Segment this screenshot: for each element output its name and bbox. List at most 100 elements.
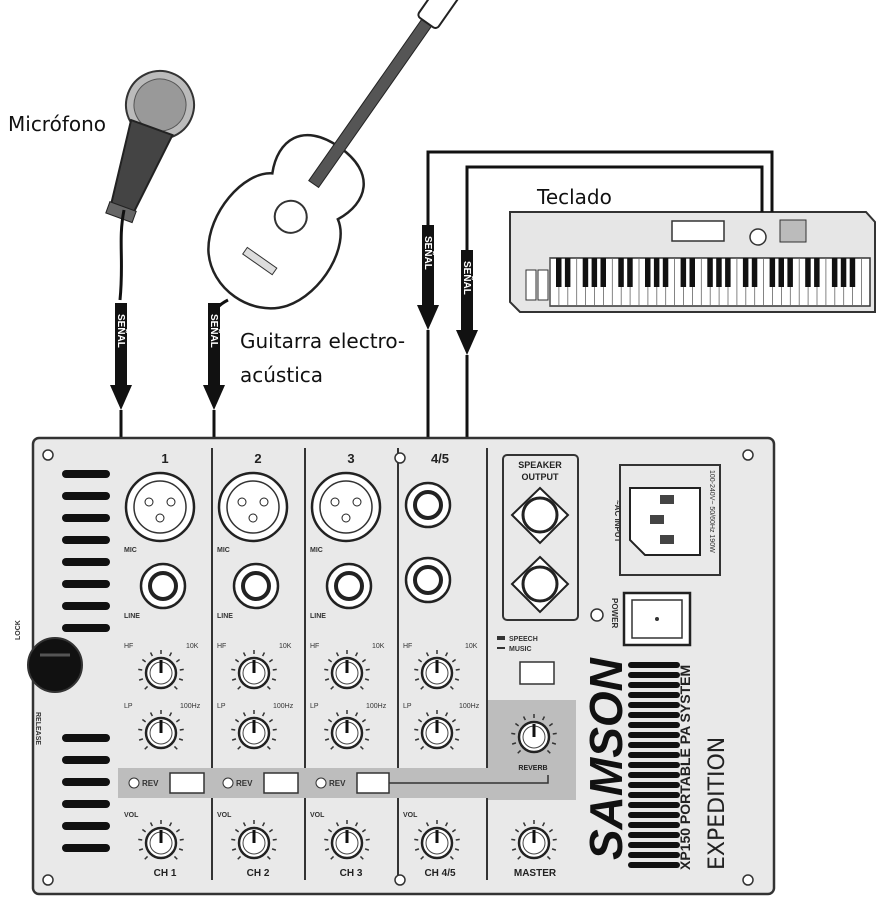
lock-knob[interactable]	[27, 637, 83, 693]
black-key	[725, 258, 731, 287]
line-label-ch2: LINE	[217, 613, 233, 620]
release-label: RELEASE	[34, 712, 41, 745]
branding: SAMSON XP150 PORTABLE PA SYSTEM EXPEDITI…	[580, 657, 730, 870]
line-input-ch1[interactable]	[139, 562, 187, 610]
lf-knob-ch2[interactable]	[231, 710, 277, 750]
black-key	[778, 258, 784, 287]
hf-knob-ch45[interactable]	[414, 650, 460, 690]
vent-slot	[628, 712, 680, 718]
xlr-input-ch3[interactable]	[310, 471, 382, 543]
black-key	[564, 258, 571, 287]
lf-label-ch3: LP	[310, 703, 319, 710]
vent-slot	[62, 822, 110, 830]
power-switch[interactable]	[622, 591, 692, 647]
black-key	[769, 258, 776, 287]
channel-footers: CH 1 CH 2 CH 3 CH 4/5 MASTER	[154, 868, 557, 879]
signal-label-guitar: SEÑAL	[208, 314, 221, 348]
black-key	[627, 258, 633, 287]
vent-slot	[628, 822, 680, 828]
black-key	[662, 258, 669, 287]
rev-button-ch1[interactable]: REV	[128, 772, 205, 794]
line-input-ch5-right[interactable]	[404, 556, 452, 604]
xlr-inputs	[124, 471, 382, 543]
vent-slot	[628, 772, 680, 778]
vol-knob-ch45[interactable]	[414, 820, 460, 860]
black-key	[680, 258, 687, 287]
channel-header-4-5: 4/5	[431, 451, 449, 466]
ac-input-section: ~AC INPUT 100-240V~ 50/60Hz 190W	[613, 464, 721, 576]
vol-knob-ch1[interactable]	[138, 820, 184, 860]
black-key	[582, 258, 589, 287]
guitar-label-line1: Guitarra electro-	[240, 329, 405, 353]
line-input-ch2[interactable]	[232, 562, 280, 610]
guitar-label-line2: acústica	[240, 363, 323, 387]
signal-label-keyboard-right: SEÑAL	[461, 261, 474, 295]
line-input-ch4-left[interactable]	[404, 481, 452, 529]
speaker-output-section: SPEAKER OUTPUT	[502, 454, 579, 621]
mic-label-ch2: MIC	[217, 547, 230, 554]
vol-labels: VOL VOL VOL VOL	[124, 812, 418, 819]
eq-labels: HF 10K HF 10K HF 10K HF 10K LP 100Hz LP …	[124, 643, 480, 710]
ac-input-socket[interactable]	[629, 487, 701, 556]
ac-spec-label: 100-240V~ 50/60Hz 190W	[708, 470, 715, 553]
line-label-ch1: LINE	[124, 613, 140, 620]
hf-freq-ch3: 10K	[372, 643, 385, 650]
reverb-knob[interactable]	[511, 714, 557, 754]
series-label: EXPEDITION	[705, 737, 730, 870]
vent-slot	[628, 812, 680, 818]
vent-slot	[628, 792, 680, 798]
hf-knob-ch2[interactable]	[231, 650, 277, 690]
power-led	[590, 608, 604, 622]
hf-freq-ch2: 10K	[279, 643, 292, 650]
rev-button-ch2[interactable]: REV	[222, 772, 299, 794]
channel-header-3: 3	[347, 451, 354, 466]
hf-knob-ch1[interactable]	[138, 650, 184, 690]
speaker-output-jack-2[interactable]	[510, 555, 570, 614]
signal-arrow-keyboard-left	[417, 225, 439, 330]
footer-master: MASTER	[514, 868, 557, 879]
channel-headers: 1 2 3 4/5	[161, 451, 449, 466]
lock-knob-section: LOCK RELEASE	[15, 620, 83, 745]
hf-knob-ch3[interactable]	[324, 650, 370, 690]
vol-knob-ch2[interactable]	[231, 820, 277, 860]
vent-slot	[62, 624, 110, 632]
reverb-label: REVERB	[518, 765, 547, 772]
signal-label-mic: SEÑAL	[115, 314, 128, 348]
vent-slot	[628, 682, 680, 688]
vent-slot	[62, 778, 110, 786]
left-vents	[62, 470, 110, 852]
lf-knob-ch1[interactable]	[138, 710, 184, 750]
hf-freq-ch1: 10K	[186, 643, 199, 650]
line-label-ch3: LINE	[310, 613, 326, 620]
black-key	[716, 258, 722, 287]
speech-music-switch-section: SPEECH MUSIC	[497, 636, 555, 685]
hf-label-ch1: HF	[124, 643, 133, 650]
black-key	[591, 258, 598, 287]
black-key	[618, 258, 624, 287]
right-vents	[628, 662, 680, 868]
black-key	[805, 258, 811, 287]
hf-label-ch2: HF	[217, 643, 226, 650]
vent-slot	[62, 800, 110, 808]
lf-freq-ch1: 100Hz	[180, 703, 201, 710]
footer-ch3: CH 3	[340, 868, 363, 879]
speech-music-switch[interactable]	[519, 661, 555, 685]
lock-label: LOCK	[15, 620, 22, 640]
line-input-ch3[interactable]	[325, 562, 373, 610]
lf-knob-ch45[interactable]	[414, 710, 460, 750]
xlr-input-ch1[interactable]	[124, 471, 196, 543]
master-knob[interactable]	[511, 820, 557, 860]
lf-knob-ch3[interactable]	[324, 710, 370, 750]
vent-slot	[628, 702, 680, 708]
footer-ch45: CH 4/5	[424, 868, 456, 879]
hf-label-ch3: HF	[310, 643, 319, 650]
signal-arrow-mic	[110, 303, 132, 410]
speaker-output-jack-1[interactable]	[510, 486, 570, 545]
xlr-input-ch2[interactable]	[217, 471, 289, 543]
keyboard-illustration	[509, 211, 876, 313]
vol-knob-ch3[interactable]	[324, 820, 370, 860]
vent-slot	[628, 842, 680, 848]
mixer-panel	[31, 436, 776, 896]
mic-labels: MIC MIC MIC	[124, 547, 323, 554]
svg-text:REV: REV	[329, 779, 346, 788]
